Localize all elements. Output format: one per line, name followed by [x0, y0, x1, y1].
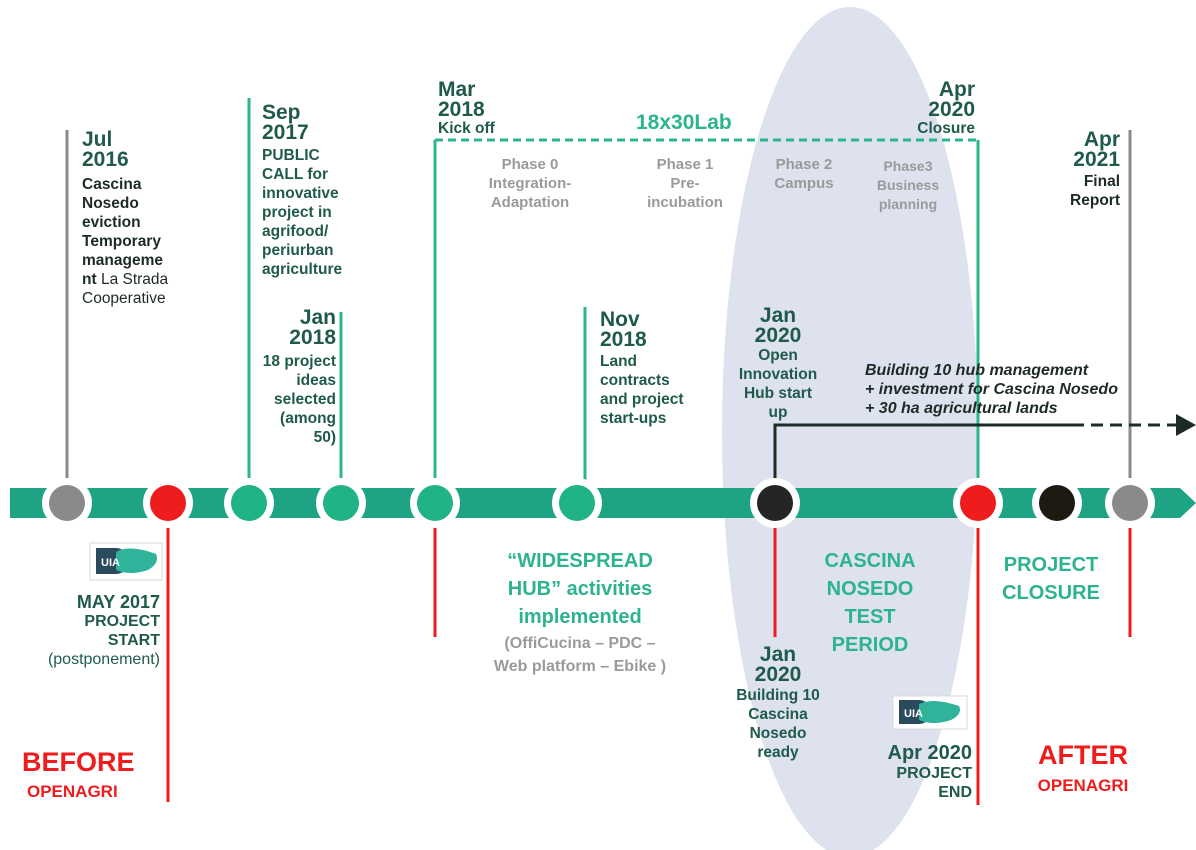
uia-logo-end: UIA — [892, 695, 968, 730]
widespread-subtitle: (OffiCucina – PDC –Web platform – Ebike … — [493, 635, 667, 675]
uia-logo-start: UIA — [89, 542, 163, 581]
svg-text:UIA: UIA — [101, 557, 120, 569]
mar2018-label: Kick off — [438, 120, 495, 137]
timeline-track — [10, 488, 1196, 518]
may2017-text: MAY 2017 — [76, 592, 160, 612]
hub-management-text: Building 10 hub management + investment … — [865, 362, 1118, 417]
test-period-highlight — [722, 7, 978, 850]
arrowhead-icon — [1176, 414, 1196, 436]
before-title: BEFORE — [22, 747, 135, 777]
after-title: AFTER — [1038, 740, 1128, 770]
milestone-markers — [42, 478, 1155, 528]
after-subtitle: OPENAGRI — [1037, 776, 1129, 795]
before-subtitle: OPENAGRI — [27, 782, 118, 801]
hub-management-line — [773, 423, 1072, 500]
jul2016-text: Cascina Nosedo eviction Temporary manage… — [82, 176, 169, 307]
svg-text:UIA: UIA — [904, 708, 923, 720]
lab-title: 18x30Lab — [636, 111, 732, 134]
apr2020-end-text: Apr 2020 PROJECT END — [887, 742, 973, 801]
apr2020-top-label: Closure — [917, 120, 975, 137]
